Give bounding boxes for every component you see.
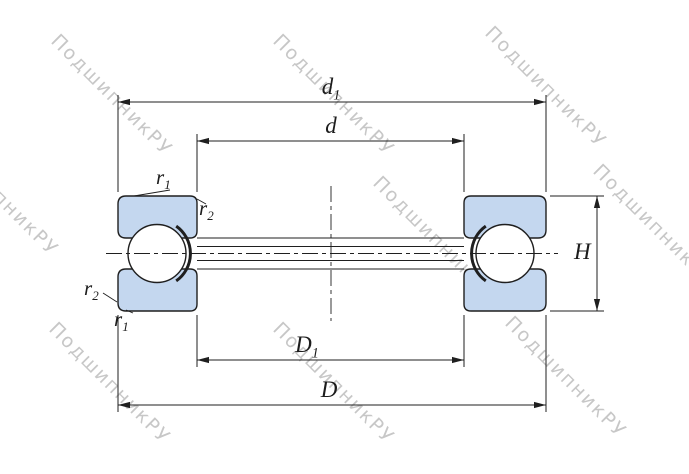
- radius-leader-lines: [102, 189, 207, 314]
- centerlines: [106, 186, 558, 321]
- dimension-lines: [118, 98, 601, 409]
- bore-edge-lines: [197, 237, 464, 270]
